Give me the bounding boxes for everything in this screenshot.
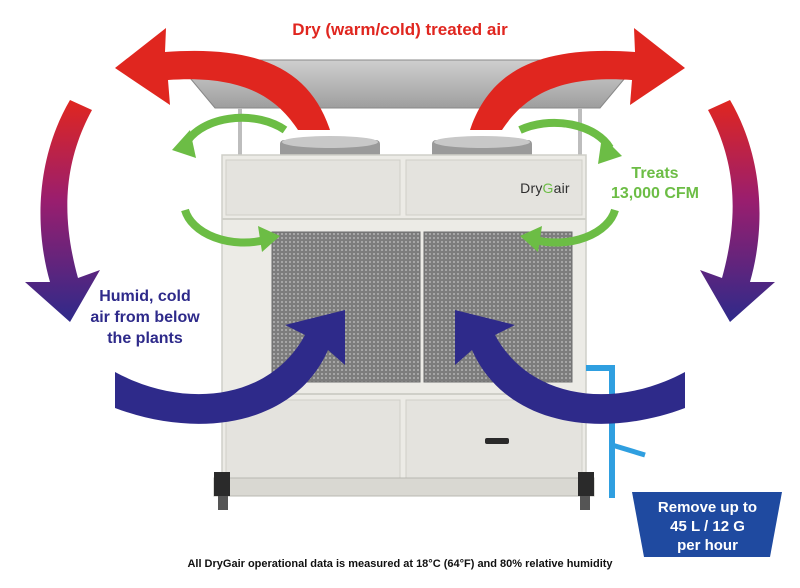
fan-left (280, 136, 380, 158)
brand-part-3: air (553, 180, 570, 196)
green-arrow-bottom-right (520, 208, 619, 252)
cold-air-arrow-right (455, 310, 685, 424)
treated-air-label: Dry (warm/cold) treated air (292, 20, 508, 39)
side-arrow-right (700, 100, 775, 322)
treats-line-2: 13,000 CFM (610, 185, 700, 202)
humid-line-3: the plants (107, 330, 183, 347)
green-arrow-bottom-left (181, 208, 280, 252)
humid-air-label: Humid, cold air from below the plants (65, 286, 225, 349)
remove-box (632, 492, 782, 557)
green-arrow-top-left (172, 113, 288, 158)
side-arrow-left (25, 100, 100, 322)
hot-air-arrow-left (115, 28, 330, 130)
remove-line-3: per hour (677, 537, 738, 554)
treats-line-1: Treats (631, 165, 679, 182)
cold-air-arrow-left (115, 310, 345, 424)
green-arrow-top-right (518, 118, 622, 164)
hot-air-arrow-right (470, 28, 685, 130)
brand-part-2: G (542, 180, 554, 196)
remove-line-1: Remove up to (657, 499, 758, 516)
drygair-logo: DryGair (500, 180, 590, 196)
treats-label: Treats 13,000 CFM (590, 164, 720, 204)
footnote: All DryGair operational data is measured… (187, 558, 613, 570)
dehumidifier-unit (213, 154, 595, 510)
fan-right (432, 136, 532, 158)
drain-pipe (586, 365, 646, 498)
humid-line-1: Humid, cold (99, 288, 191, 305)
remove-line-2: 45 L / 12 G (670, 518, 745, 535)
remove-label: Remove up to 45 L / 12 G per hour (635, 498, 780, 555)
brand-part-1: Dry (520, 180, 543, 196)
humid-line-2: air from below (90, 309, 200, 326)
